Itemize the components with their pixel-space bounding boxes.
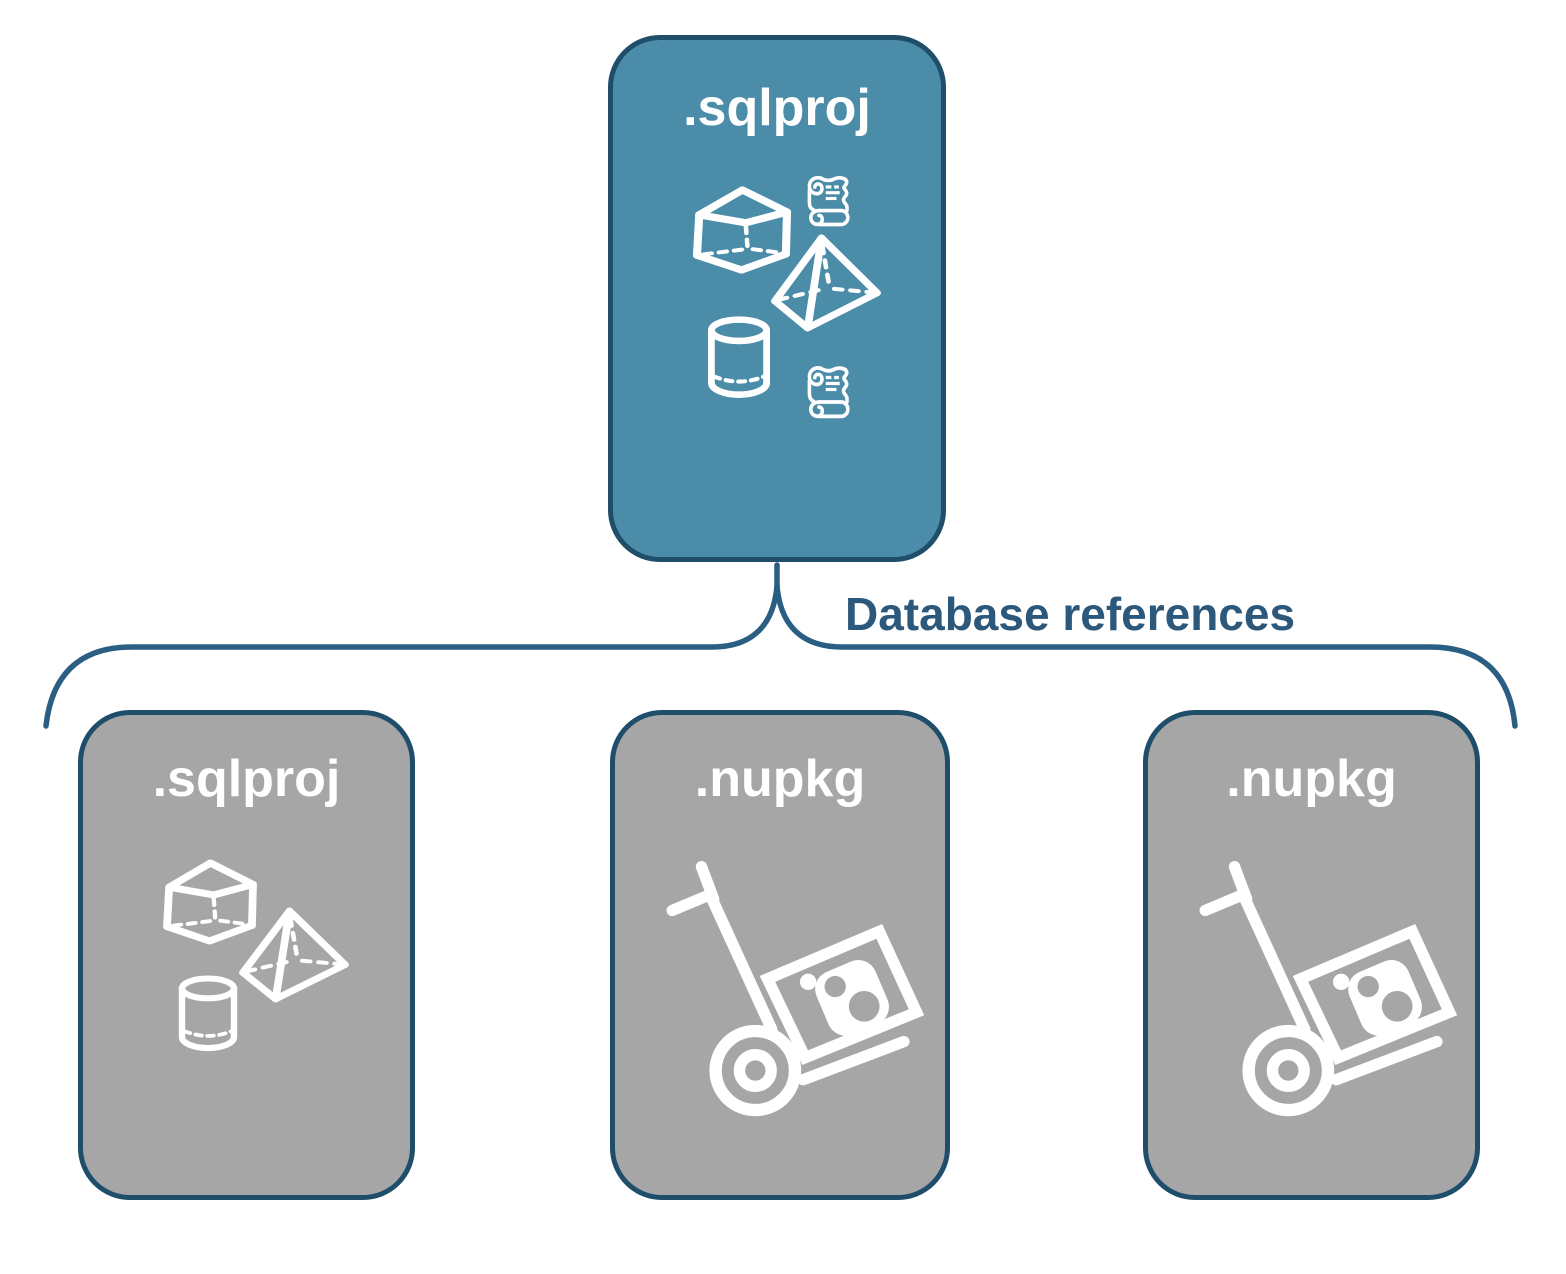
cube-icon [163,859,257,945]
hand-truck-icon [666,861,925,1117]
card-title: .sqlproj [152,750,341,808]
cylinder-icon [176,975,240,1053]
card-title: .nupkg [1226,750,1397,808]
hand-truck-icon [1199,861,1458,1117]
connector-label: Database references [845,588,1296,640]
pyramid-icon [239,907,349,1003]
scroll-icon [801,170,857,228]
pyramid-icon [771,234,881,332]
card-nupkg-2: .nupkg [1143,710,1480,1200]
cube-icon [692,186,792,274]
scroll-icon [801,360,857,420]
card-nupkg-1: .nupkg [610,710,950,1200]
card-sqlproj-ref: .sqlproj [78,710,415,1200]
cylinder-icon [705,316,773,400]
card-title: .nupkg [694,750,866,808]
card-title: .sqlproj [683,79,871,137]
card-sqlproj-main: .sqlproj [608,35,946,562]
